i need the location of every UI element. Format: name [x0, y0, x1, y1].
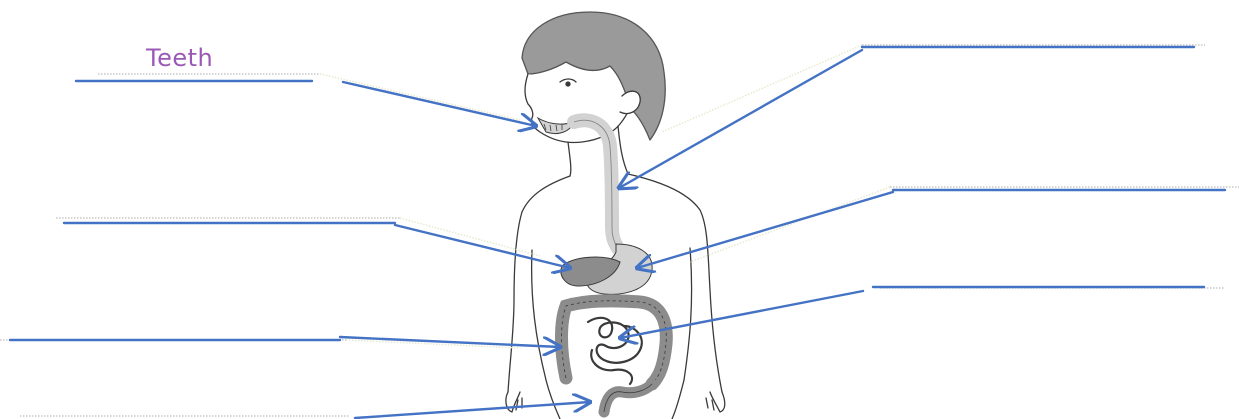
- face: [525, 74, 632, 143]
- rectum: [604, 384, 652, 412]
- hip-left: [546, 380, 560, 419]
- arrow-rectum: [355, 402, 590, 418]
- arm-left-inner: [532, 250, 546, 380]
- arrow-large-intestine: [340, 337, 560, 347]
- neck-back: [618, 126, 628, 174]
- arrow-teeth: [343, 82, 536, 126]
- small-intestine: [588, 318, 642, 384]
- hand-right: [706, 392, 725, 412]
- large-intestine: [562, 301, 667, 384]
- hand-left: [506, 392, 522, 412]
- neck: [568, 142, 571, 176]
- arrow-liver: [395, 225, 570, 268]
- arm-right-inner: [684, 248, 692, 380]
- arrow-stomach: [637, 192, 893, 268]
- hip-right: [672, 380, 684, 419]
